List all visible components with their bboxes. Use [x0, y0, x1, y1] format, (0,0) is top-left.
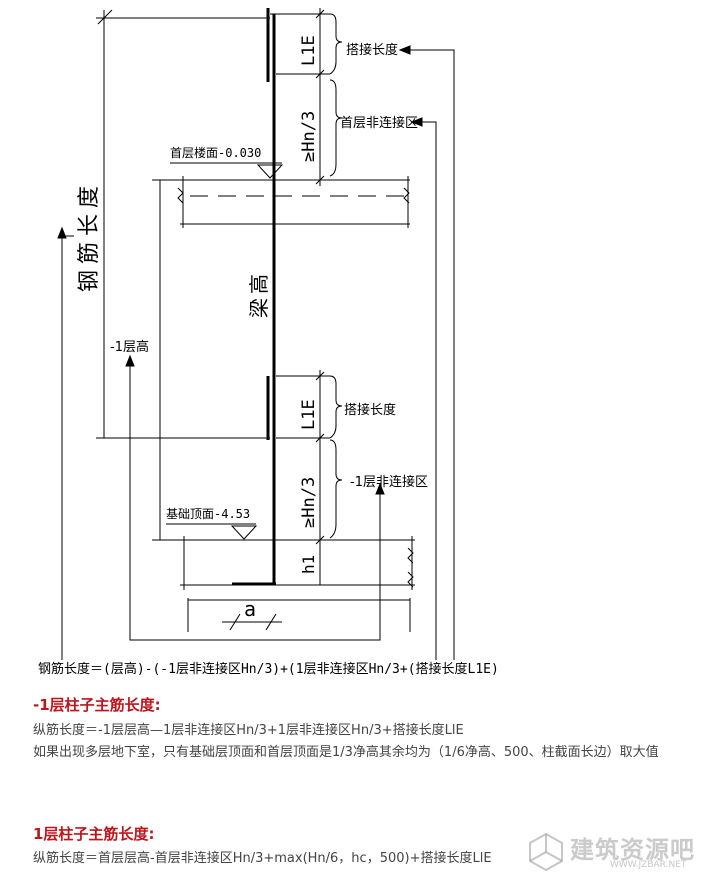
formula: 钢筋长度＝(层高)-(-1层非连接区Hn/3)+(1层非连接区Hn/3+(搭接长… [38, 661, 499, 677]
section1-line1: 纵筋长度＝-1层层高—1层非连接区Hn/3+1层非连接区Hn/3+搭接长度LlE [33, 723, 464, 738]
upper-nonconnect-label: 首层非连接区 [340, 115, 418, 131]
upper-hn-dim: ≥Hn/3 [299, 111, 319, 162]
lower-lap-label: 搭接长度 [344, 402, 396, 418]
beam-height-label: 梁高 [247, 270, 271, 318]
section2-heading: 1层柱子主筋长度: [33, 825, 155, 843]
section2-body: 纵筋长度＝首层层高-首层非连接区Hn/3+max(Hn/6，hc，500)+搭接… [33, 848, 688, 870]
story-height-label: -1层高 [110, 339, 149, 355]
section1-heading: -1层柱子主筋长度: [33, 696, 161, 714]
watermark: 建筑资源吧 WWW.JZBAR.NET [524, 826, 699, 878]
section1-line2: 如果出现多层地下室，只有基础层顶面和首层顶面是1/3净高其余均为（1/6净高、5… [33, 745, 659, 760]
watermark-logo-icon [529, 832, 563, 872]
lower-hn-dim: ≥Hn/3 [299, 477, 319, 528]
lower-lap-dim: L1E [299, 399, 319, 430]
rebar-length-title: 钢筋长度 [77, 180, 102, 292]
floor-elevation-marker [256, 164, 284, 179]
foundation-elevation-label: 基础顶面-4.53 [166, 507, 250, 521]
watermark-url: WWW.JZBAR.NET [610, 860, 687, 870]
h1-label: h1 [299, 555, 318, 574]
section2-line1: 纵筋长度＝首层层高-首层非连接区Hn/3+max(Hn/6，hc，500)+搭接… [33, 851, 492, 866]
a-label: a [244, 597, 256, 621]
lower-nonconnect-label: -1层非连接区 [350, 474, 428, 490]
foundation-elevation-marker [230, 525, 258, 540]
rebar-length-diagram: 钢筋长度 梁高 L1E ≥Hn/3 搭接长度 首层非连接区 首层楼面-0.030… [38, 8, 499, 677]
section1-body: 纵筋长度＝-1层层高—1层非连接区Hn/3+1层非连接区Hn/3+搭接长度LlE… [33, 720, 688, 764]
watermark-text: 建筑资源吧 [570, 836, 695, 864]
upper-lap-label: 搭接长度 [346, 42, 398, 58]
floor-elevation-label: 首层楼面-0.030 [170, 145, 261, 160]
upper-lap-dim: L1E [299, 35, 319, 66]
